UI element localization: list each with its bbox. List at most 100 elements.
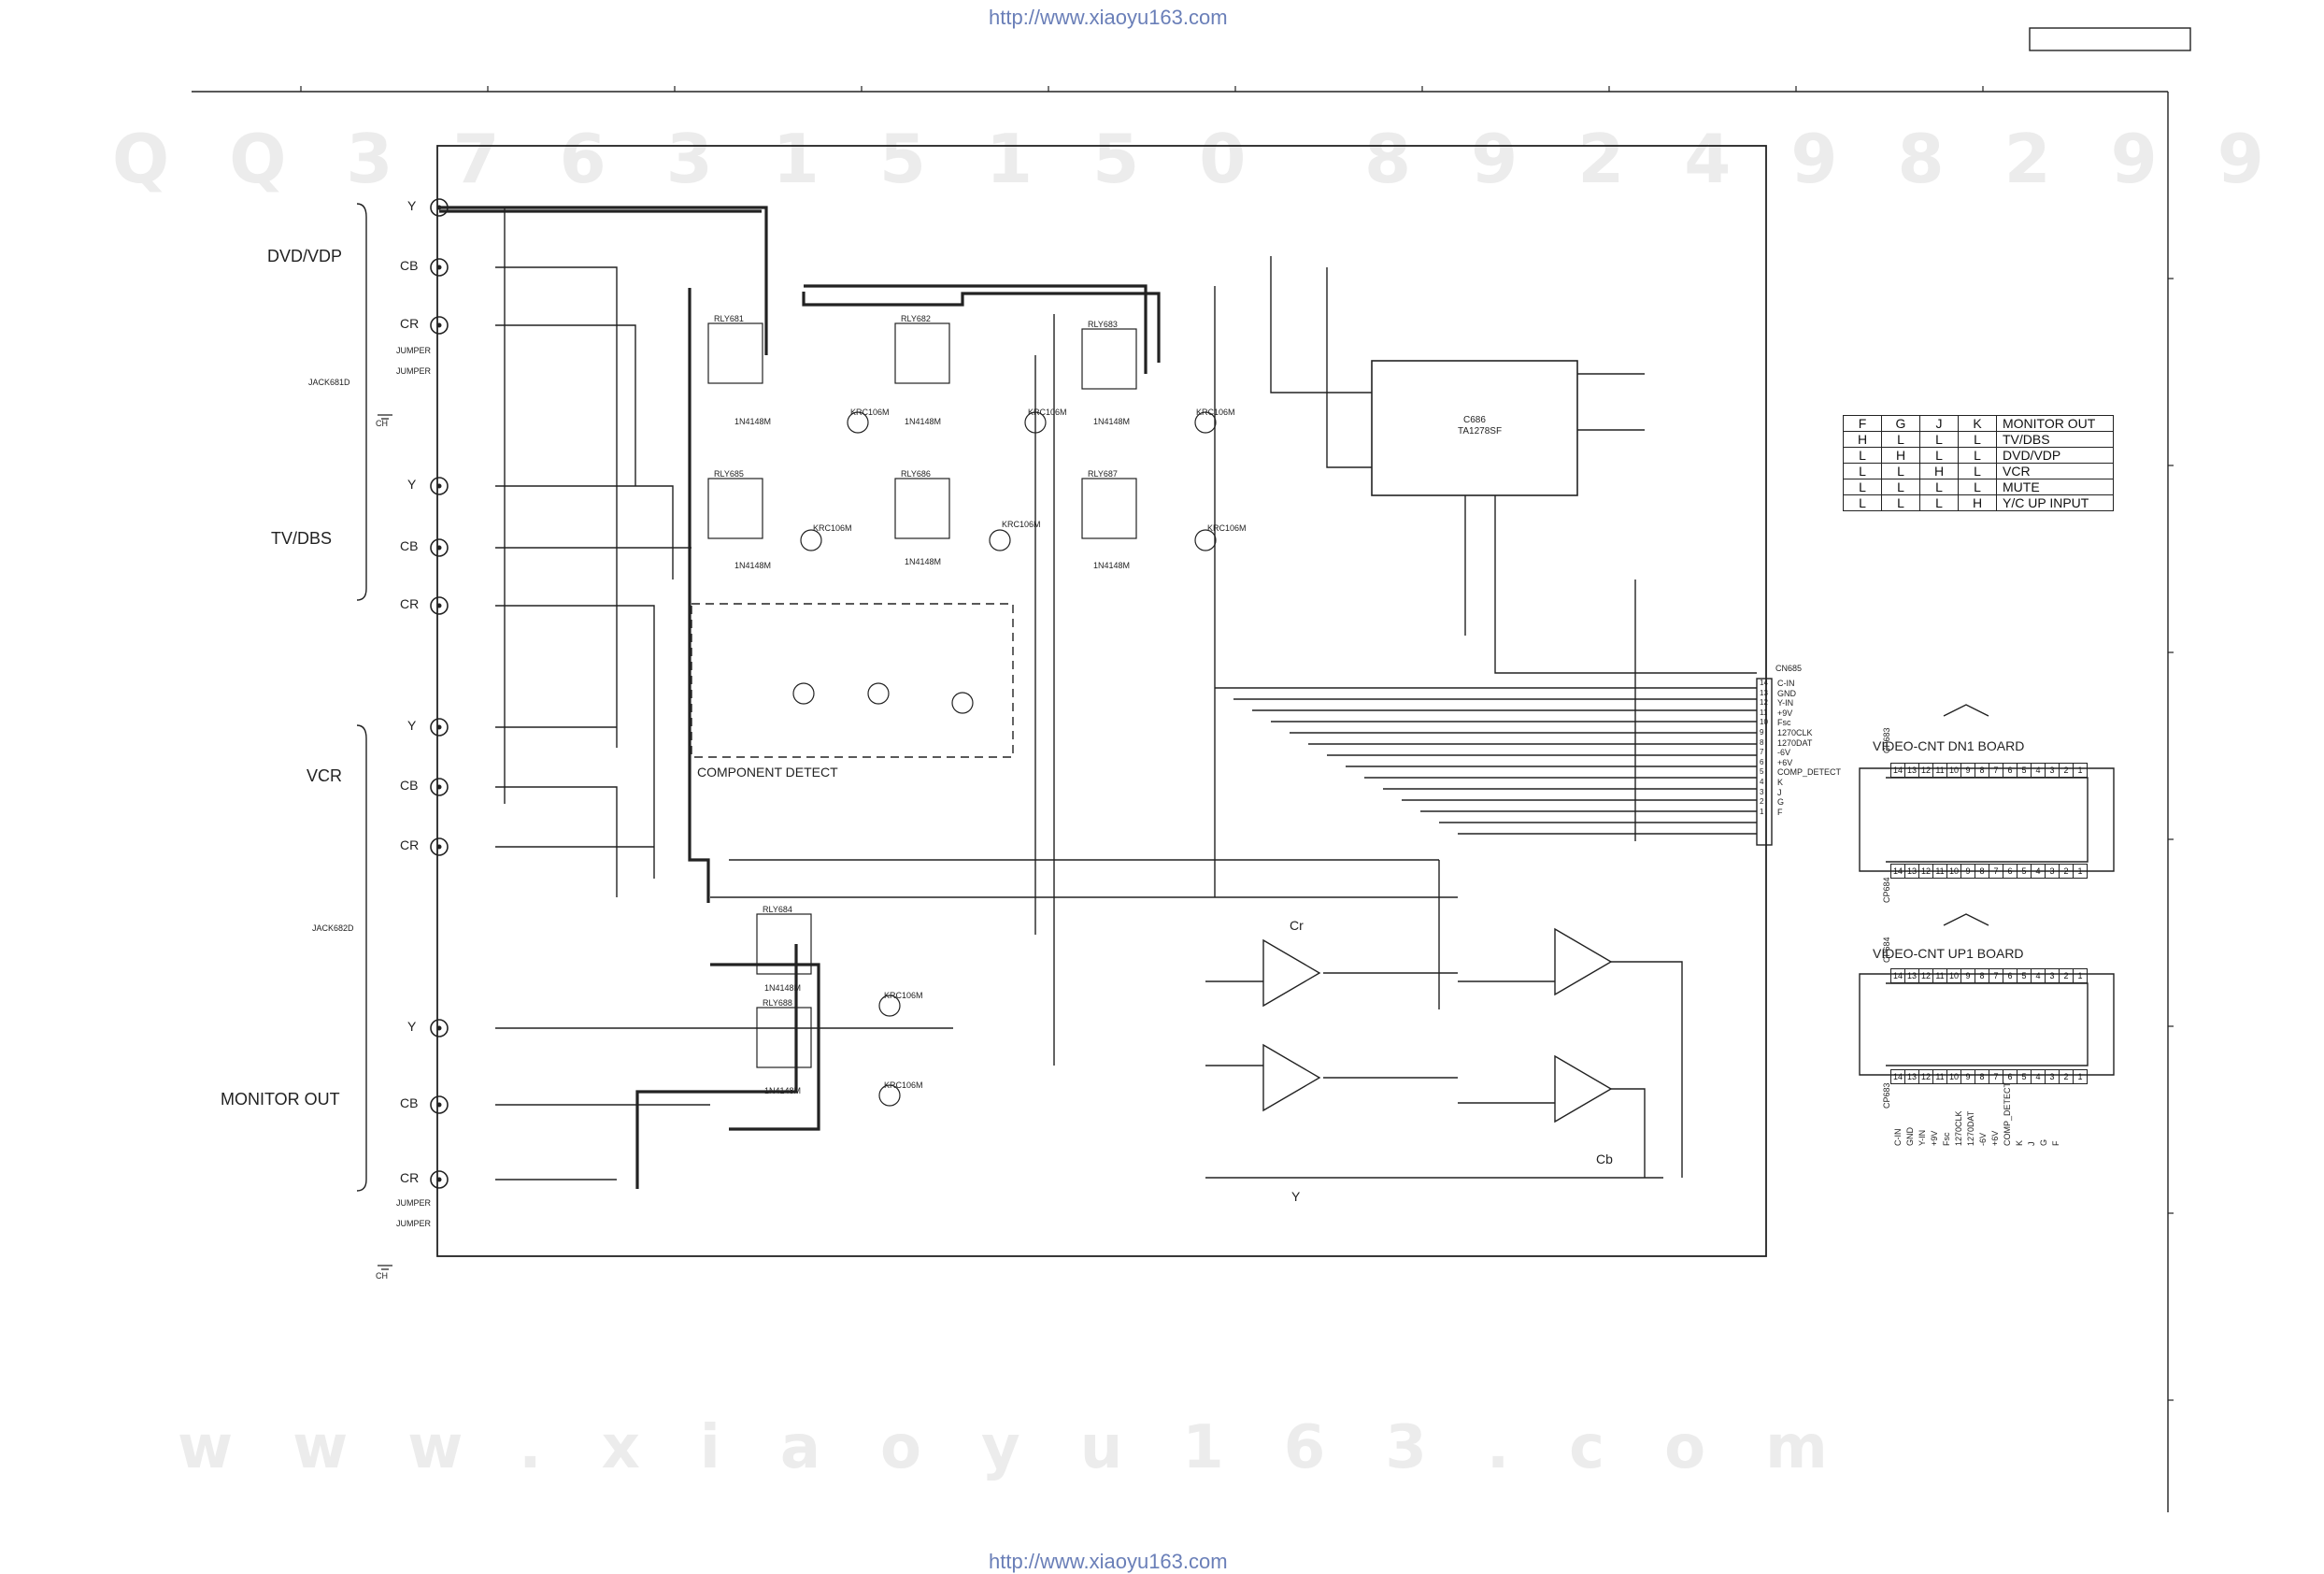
truth-cell: L [1881,431,1920,448]
dn1-bottom-connector-label: CP684 [1882,877,1891,903]
up1-signal-label: J [2027,1141,2036,1147]
truth-table-header: F G J K MONITOR OUT [1843,415,2114,432]
connector-pin-number: 10 [1760,718,1768,727]
up1-signal-label: COMP_DETECT [2003,1081,2012,1146]
jumper-top-2: JUMPER [396,366,432,376]
transistor-label-8: KRC106M [884,1080,923,1090]
connector-signal: GND [1777,688,1796,698]
board-pin: 7 [1989,968,2003,983]
board-pin: 7 [1989,864,2003,879]
connector-pin-number: 9 [1760,727,1764,737]
connector-signal: G [1777,797,1785,808]
truth-cell: L [1919,494,1959,511]
connector-signal: J [1777,787,1782,797]
jack-y-dvd: Y [407,198,417,213]
board-pin: 6 [2003,864,2017,879]
ground-label-bottom: CH [376,1271,388,1281]
jack-cb-tv: CB [400,538,419,553]
table-row: L H L L DVD/VDP [1843,447,2114,464]
relay-label-684: RLY684 [763,905,792,914]
top-url[interactable]: http://www.xiaoyu163.com [989,6,1228,29]
connector-pin-number: 8 [1760,737,1764,747]
diode-label-3: 1N4148M [1093,417,1131,426]
connector-signal: 1270CLK [1777,727,1813,737]
board-pin: 7 [1989,763,2003,778]
connector-signal: Fsc [1777,718,1791,728]
diode-label-1: 1N4148M [734,417,772,426]
jumper-bot-2: JUMPER [396,1219,432,1228]
relay-label-687: RLY687 [1088,469,1118,479]
board-pin: 5 [2017,968,2032,983]
board-pin: 5 [2017,864,2032,879]
truth-cell: L [1958,447,1997,464]
board-pin: 8 [1975,864,1989,879]
connector-signal: 1270DAT [1777,737,1813,748]
board-pin: 2 [2059,1069,2074,1084]
transistor-label-4: KRC106M [813,523,852,533]
relay-label-685: RLY685 [714,469,744,479]
transistor-label-7: KRC106M [884,991,923,1000]
y-amp-label: Y [1291,1189,1301,1204]
jack-ref-top: JACK681D [308,378,350,387]
board-pin: 6 [2003,763,2017,778]
connector-pin-number: 11 [1760,708,1768,717]
board-pin: 11 [1932,968,1947,983]
board-pin: 2 [2059,968,2074,983]
board-pin: 8 [1975,1069,1989,1084]
connector-signal: K [1777,777,1784,787]
transistor-label-2: KRC106M [1028,408,1067,417]
watermark-site: www.xiaoyu163.com [178,1413,1888,1482]
relay-label-683: RLY683 [1088,320,1118,329]
relay-label-681: RLY681 [714,314,744,323]
up1-signal-label: F [2051,1140,2060,1147]
diode-label-6: 1N4148M [1093,561,1131,570]
board-pin: 12 [1918,1069,1933,1084]
connector-pin-number: 3 [1760,787,1764,796]
truth-cell: TV/DBS [1996,431,2114,448]
board-pin: 9 [1960,763,1975,778]
diode-label-5: 1N4148M [905,557,942,566]
board-pin: 8 [1975,968,1989,983]
jumper-top-1: JUMPER [396,346,432,355]
connector-pin-number: 5 [1760,767,1764,777]
truth-cell: L [1881,463,1920,479]
bottom-url[interactable]: http://www.xiaoyu163.com [989,1550,1228,1573]
board-pin: 6 [2003,968,2017,983]
schematic-sheet: http://www.xiaoyu163.com http://www.xiao… [112,6,2264,1573]
board-pin: 4 [2031,1069,2046,1084]
up1-signal-label: 1270DAT [1966,1110,1975,1146]
connector-pin-number: 1 [1760,807,1764,816]
truth-cell: L [1843,494,1882,511]
connector-pin-number: 7 [1760,748,1764,757]
board-pin: 7 [1989,1069,2003,1084]
truth-header-f: F [1843,415,1882,432]
truth-cell: MUTE [1996,479,2114,495]
up1-signal-label: +9V [1930,1130,1939,1146]
truth-cell: L [1958,479,1997,495]
truth-cell: Y/C UP INPUT [1996,494,2114,511]
up1-signal-label: Y-IN [1918,1129,1927,1146]
truth-cell: VCR [1996,463,2114,479]
up1-signal-label: +6V [1990,1130,2000,1146]
transistor-label-6: KRC106M [1207,523,1247,533]
truth-cell: DVD/VDP [1996,447,2114,464]
jack-cr-monitor: CR [400,1170,420,1185]
truth-cell: L [1919,431,1959,448]
board-pin: 8 [1975,763,1989,778]
board-pin: 1 [2073,864,2088,879]
board-pin: 12 [1918,968,1933,983]
up1-board-title: VIDEO-CNT UP1 BOARD [1873,946,2024,961]
board-pin: 10 [1946,763,1961,778]
jack-cb-dvd: CB [400,258,419,273]
up1-signal-label: -6V [1978,1132,1988,1146]
jack-cb-monitor: CB [400,1095,419,1110]
board-pin: 1 [2073,1069,2088,1084]
board-pin: 3 [2045,763,2060,778]
truth-cell: L [1843,479,1882,495]
board-pin: 13 [1904,864,1919,879]
truth-cell: L [1881,479,1920,495]
truth-cell: H [1958,494,1997,511]
board-pin: 11 [1932,763,1947,778]
